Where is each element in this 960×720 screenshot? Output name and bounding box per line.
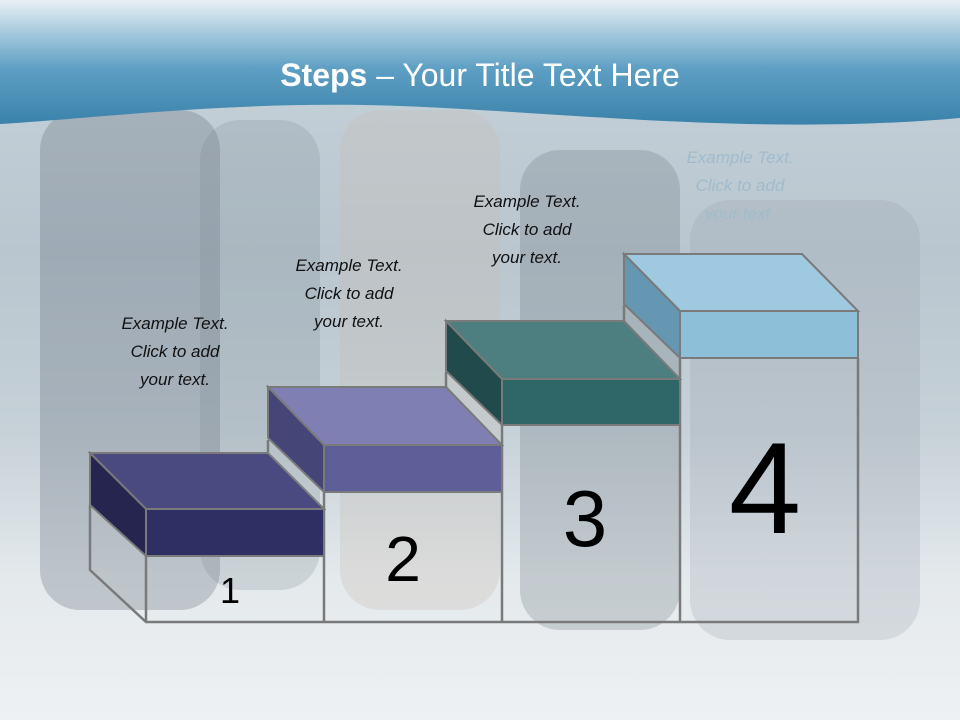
caption-line: your text. xyxy=(314,312,384,331)
caption-line: Click to add xyxy=(130,342,220,361)
step-3-slab[interactable] xyxy=(443,318,683,428)
step-1-caption[interactable]: Example Text. Click to add your text. xyxy=(90,310,260,394)
caption-line: Click to add xyxy=(482,220,572,239)
caption-line: Click to add xyxy=(695,176,785,195)
caption-line: Click to add xyxy=(304,284,394,303)
caption-line: Example Text. xyxy=(121,314,229,333)
title-rest: – Your Title Text Here xyxy=(367,57,680,93)
caption-line: your text. xyxy=(492,248,562,267)
caption-line: Example Text. xyxy=(686,148,794,167)
step-3-number: 3 xyxy=(562,474,608,563)
step-2-caption[interactable]: Example Text. Click to add your text. xyxy=(264,252,434,336)
step-4-number: 4 xyxy=(728,415,802,561)
caption-line: Example Text. xyxy=(473,192,581,211)
step-4-slab[interactable] xyxy=(621,251,861,361)
step-1-slab[interactable] xyxy=(87,450,327,559)
caption-line: your text. xyxy=(705,204,775,223)
step-3-caption[interactable]: Example Text. Click to add your text. xyxy=(442,188,612,272)
page-title[interactable]: Steps – Your Title Text Here xyxy=(0,52,960,98)
step-2-number: 2 xyxy=(385,523,421,595)
step-2-slab[interactable] xyxy=(265,384,505,495)
caption-line: your text. xyxy=(140,370,210,389)
title-bold: Steps xyxy=(280,57,368,93)
title-band xyxy=(0,0,960,125)
step-1-number: 1 xyxy=(219,570,241,611)
step-4-caption[interactable]: Example Text. Click to add your text. xyxy=(655,144,825,228)
caption-line: Example Text. xyxy=(295,256,403,275)
